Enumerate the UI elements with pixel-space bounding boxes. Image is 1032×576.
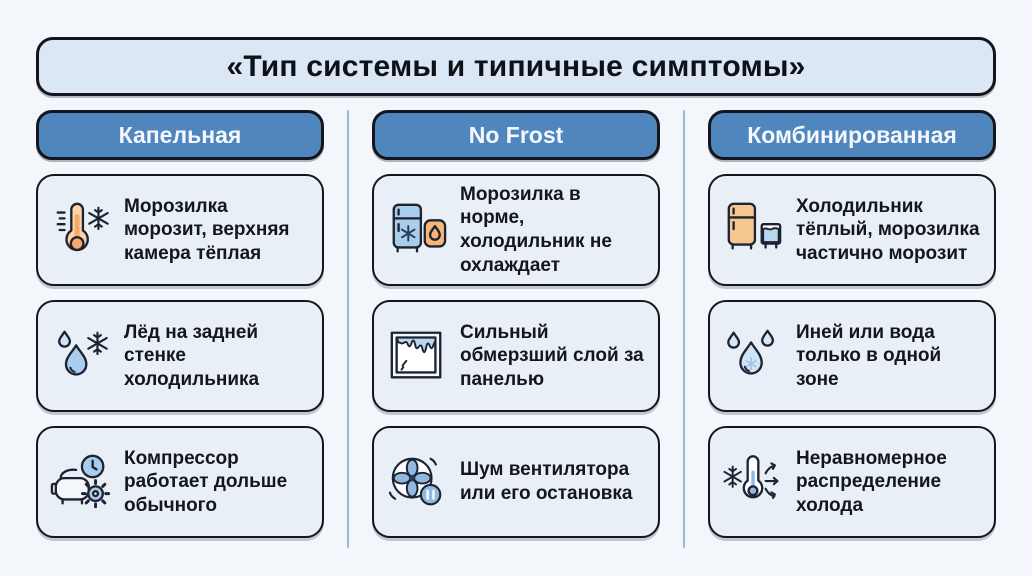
column-drip: Капельная Морозилка морозит, верхняя кам… <box>36 110 324 538</box>
thermometer-snowflake-icon <box>48 199 114 261</box>
symptom-text: Лёд на задней стенке холодильника <box>124 321 260 390</box>
column-header-label: No Frost <box>468 121 564 148</box>
symptom-card: Морозилка в норме, холодильник не охлажд… <box>372 174 660 286</box>
column-combined: Комбинированная Холодильник тёплый, моро… <box>708 110 996 538</box>
symptom-text: Неравномерное распределение холода <box>796 447 947 516</box>
symptom-card: Сильный обмерзший слой за панелью <box>372 300 660 412</box>
title-panel: «Тип системы и типичные симптомы» <box>36 37 996 96</box>
compressor-clock-icon <box>48 451 114 513</box>
thermometer-arrows-icon <box>720 451 786 513</box>
symptom-card: Морозилка морозит, верхняя камера тёплая <box>36 174 324 286</box>
column-header-label: Капельная <box>118 121 242 148</box>
symptom-card: Неравномерное распределение холода <box>708 426 996 538</box>
column-header-label: Комбинированная <box>747 121 957 148</box>
symptom-text: Холодильник тёплый, морозилка частично м… <box>796 195 980 264</box>
symptom-text: Морозилка в норме, холодильник не охлажд… <box>460 183 612 276</box>
symptom-card: Лёд на задней стенке холодильника <box>36 300 324 412</box>
symptom-card: Иней или вода только в одной зоне <box>708 300 996 412</box>
fan-pause-icon <box>384 451 450 513</box>
page-title: «Тип системы и типичные симптомы» <box>226 49 806 83</box>
column-header-nofrost: No Frost <box>372 110 660 160</box>
symptom-card: Шум вентилятора или его остановка <box>372 426 660 538</box>
symptom-card: Компрессор работает дольше обычного <box>36 426 324 538</box>
symptom-text: Компрессор работает дольше обычного <box>124 447 288 516</box>
symptom-text: Морозилка морозит, верхняя камера тёплая <box>124 195 290 264</box>
drops-snowflake-icon <box>48 325 114 387</box>
symptom-text: Иней или вода только в одной зоне <box>796 321 942 390</box>
column-nofrost: No Frost Морозилка в норме, холодильник … <box>372 110 660 538</box>
column-header-combined: Комбинированная <box>708 110 996 160</box>
column-divider <box>683 110 685 548</box>
symptom-card: Холодильник тёплый, морозилка частично м… <box>708 174 996 286</box>
symptom-text: Сильный обмерзший слой за панелью <box>460 321 644 390</box>
frozen-panel-icon <box>384 325 450 387</box>
column-header-drip: Капельная <box>36 110 324 160</box>
warm-fridge-ice-icon <box>720 199 786 261</box>
freezer-flame-icon <box>384 199 450 261</box>
frost-drops-icon <box>720 325 786 387</box>
column-divider <box>347 110 349 548</box>
columns-container: Капельная Морозилка морозит, верхняя кам… <box>36 110 996 538</box>
symptom-text: Шум вентилятора или его остановка <box>460 459 633 504</box>
